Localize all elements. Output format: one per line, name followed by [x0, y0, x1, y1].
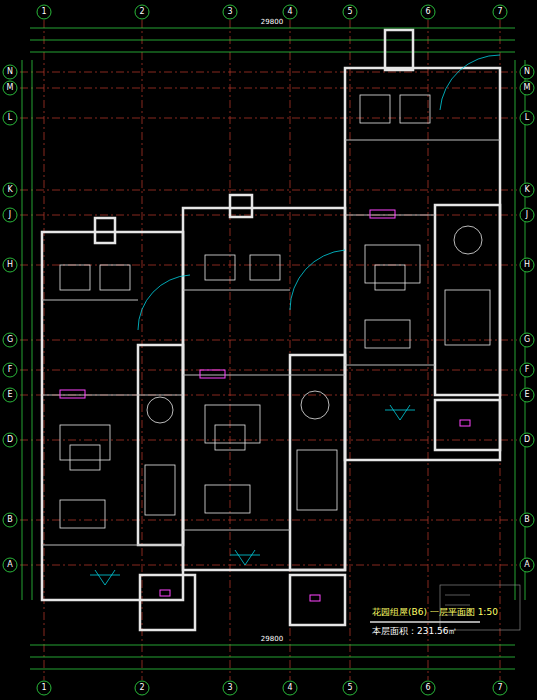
grid-bubble	[3, 363, 17, 377]
grid-label: J	[9, 211, 11, 219]
dimension-text: 29800	[261, 636, 283, 643]
grid-bubble	[421, 681, 435, 695]
grid-label: 3	[227, 8, 232, 16]
grid-bubble	[223, 681, 237, 695]
grid-bubble	[343, 681, 357, 695]
grid-label: M	[524, 84, 531, 92]
grid-label: 3	[227, 684, 232, 692]
grid-bubble	[493, 5, 507, 19]
grid-bubble	[520, 433, 534, 447]
area-note: 本层面积：231.56㎡	[372, 627, 458, 636]
grid-bubble	[3, 433, 17, 447]
grid-bubble	[3, 111, 17, 125]
grid-bubble	[3, 208, 17, 222]
grid-bubble	[3, 183, 17, 197]
axis-line	[20, 440, 517, 441]
grid-label: H	[524, 261, 530, 269]
grid-label: E	[7, 391, 12, 399]
grid-label: G	[7, 336, 13, 344]
grid-bubble	[37, 5, 51, 19]
grid-label: F	[8, 366, 13, 374]
grid-label: D	[524, 436, 530, 444]
grid-bubble	[520, 65, 534, 79]
grid-label: J	[526, 211, 528, 219]
grid-bubble	[520, 513, 534, 527]
grid-bubble	[520, 81, 534, 95]
grid-label: 6	[425, 8, 430, 16]
grid-bubble	[3, 558, 17, 572]
drawing-title: 花园组屋(B6) 一层平面图 1:50	[372, 608, 498, 617]
grid-bubble	[135, 681, 149, 695]
axis-line	[20, 118, 517, 119]
grid-label: N	[524, 68, 530, 76]
grid-label: K	[7, 186, 12, 194]
grid-bubble	[520, 388, 534, 402]
grid-bubble	[135, 5, 149, 19]
grid-bubble	[520, 183, 534, 197]
grid-bubble	[3, 258, 17, 272]
grid-bubble	[493, 681, 507, 695]
grid-label: D	[7, 436, 13, 444]
grid-bubble	[520, 258, 534, 272]
grid-label: 4	[287, 684, 292, 692]
grid-bubble	[343, 5, 357, 19]
grid-label: H	[7, 261, 13, 269]
grid-label: B	[7, 516, 13, 524]
grid-label: 2	[139, 8, 144, 16]
grid-label: G	[524, 336, 530, 344]
grid-bubble	[223, 5, 237, 19]
grid-label: L	[525, 114, 529, 122]
grid-label: B	[524, 516, 530, 524]
grid-label: 4	[287, 8, 292, 16]
grid-label: A	[7, 561, 12, 569]
grid-label: F	[525, 366, 530, 374]
axis-line	[20, 340, 517, 341]
grid-bubble	[283, 5, 297, 19]
dimension-text: 29800	[261, 19, 283, 26]
axis-line	[20, 215, 517, 216]
grid-label: 1	[41, 684, 46, 692]
grid-bubble	[3, 81, 17, 95]
grid-bubble	[520, 363, 534, 377]
axis-line	[20, 72, 517, 73]
grid-label: K	[524, 186, 529, 194]
axis-line	[20, 370, 517, 371]
grid-bubble	[520, 208, 534, 222]
grid-bubble	[3, 388, 17, 402]
grid-label: 6	[425, 684, 430, 692]
axis-line	[20, 265, 517, 266]
grid-bubble	[520, 111, 534, 125]
axis-line	[20, 565, 517, 566]
grid-label: L	[8, 114, 12, 122]
grid-bubble	[520, 558, 534, 572]
grid-label: 7	[497, 8, 502, 16]
grid-label: 7	[497, 684, 502, 692]
grid-bubble	[421, 5, 435, 19]
grid-label: E	[524, 391, 529, 399]
grid-bubble	[3, 513, 17, 527]
grid-bubble	[283, 681, 297, 695]
grid-label: N	[7, 68, 13, 76]
grid-bubble	[520, 333, 534, 347]
axis-line	[20, 520, 517, 521]
grid-label: 2	[139, 684, 144, 692]
axis-line	[20, 190, 517, 191]
grid-bubble	[37, 681, 51, 695]
grid-label: 5	[347, 8, 352, 16]
grid-label: A	[524, 561, 529, 569]
grid-label: M	[7, 84, 14, 92]
grid-bubble	[3, 333, 17, 347]
grid-label: 5	[347, 684, 352, 692]
axis-line	[20, 88, 517, 89]
grid-bubble	[3, 65, 17, 79]
grid-label: 1	[41, 8, 46, 16]
